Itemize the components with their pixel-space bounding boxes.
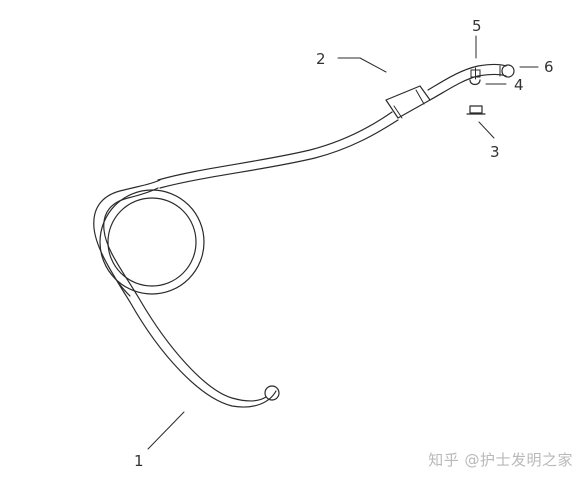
tube-tip-assembly bbox=[469, 64, 515, 86]
leader-lines bbox=[147, 35, 539, 450]
leader-line-1 bbox=[147, 411, 185, 450]
part-label-6: 6 bbox=[544, 58, 554, 76]
part-label-5: 5 bbox=[472, 17, 482, 35]
leader-line-2b bbox=[359, 57, 387, 73]
tube-part-2 bbox=[157, 63, 507, 189]
part-label-1: 1 bbox=[134, 452, 144, 470]
tube-end-cap bbox=[264, 385, 280, 401]
part-label-4: 4 bbox=[514, 76, 524, 94]
part-3-cap bbox=[466, 105, 486, 115]
leader-line-3 bbox=[478, 121, 495, 139]
coil-loop bbox=[99, 189, 205, 297]
tip-valve bbox=[469, 67, 481, 86]
tip-ring bbox=[501, 64, 515, 78]
tube-connector bbox=[385, 85, 431, 119]
watermark-text: 知乎 @护士发明之家 bbox=[428, 451, 573, 469]
part-label-2: 2 bbox=[316, 50, 326, 68]
part-label-3: 3 bbox=[490, 143, 500, 161]
